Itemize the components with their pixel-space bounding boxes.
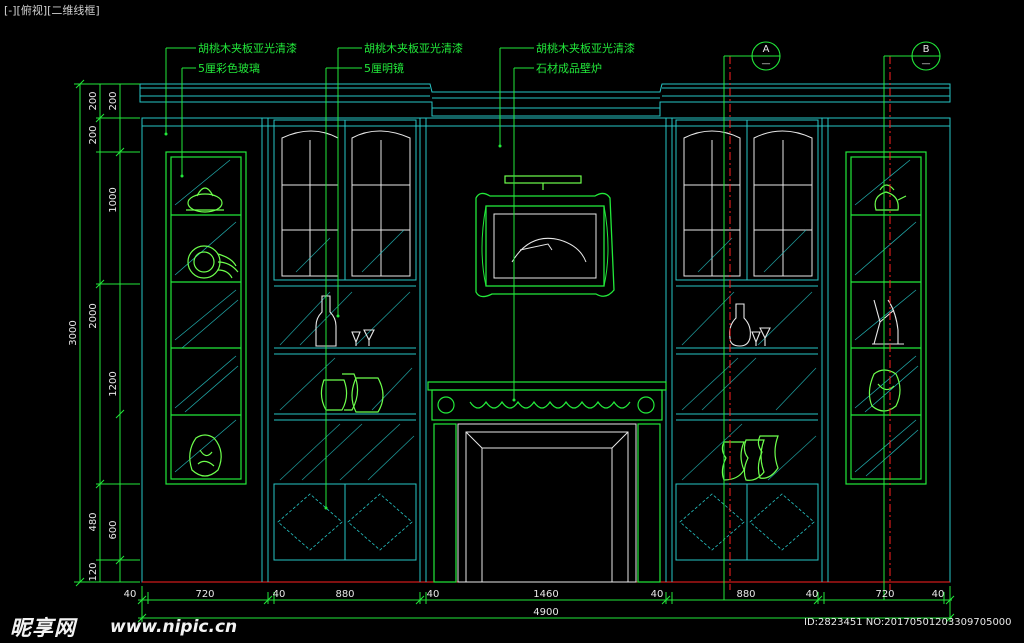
annotation-walnut-veneer-1: 胡桃木夹板亚光清漆 <box>198 41 297 55</box>
annotation-walnut-veneer-3: 胡桃木夹板亚光清漆 <box>536 41 635 55</box>
dim-40-f: 40 <box>932 589 945 600</box>
section-marker-b-dash: — <box>922 59 931 69</box>
watermark-id: ID:2823451 NO:20170501203309705000 <box>804 617 1012 628</box>
left-glass-cabinet <box>165 151 247 485</box>
dim-40-c: 40 <box>427 589 440 600</box>
section-marker-a[interactable] <box>724 41 781 71</box>
dim-40-a: 40 <box>124 589 137 600</box>
annotation-color-glass: 5厘彩色玻璃 <box>198 61 260 75</box>
bottom-dimension-lines <box>137 586 955 623</box>
fireplace-opening <box>457 423 637 583</box>
right-cabinet-hatch <box>854 159 919 477</box>
left-dimension-lines <box>74 79 140 587</box>
dim-600: 600 <box>108 520 119 539</box>
kettle-icon <box>874 184 907 211</box>
dim-880-a: 880 <box>335 589 354 600</box>
decorative-plate-icon <box>187 245 239 279</box>
annotation-walnut-veneer-2: 胡桃木夹板亚光清漆 <box>364 41 463 55</box>
dim-40-b: 40 <box>273 589 286 600</box>
section-marker-b[interactable] <box>884 41 941 71</box>
left-cabinet-hatch <box>174 159 239 473</box>
vase-icon-right <box>868 369 901 412</box>
section-marker-a-dash: — <box>762 59 771 69</box>
dim-2000: 2000 <box>88 303 99 328</box>
right-cabinet-doors <box>675 119 819 561</box>
dim-200-crown-outer: 200 <box>88 91 99 110</box>
right-upper-glass-doors <box>683 130 813 277</box>
teapot-icon <box>186 187 224 213</box>
right-lower-door-diamonds <box>679 493 815 551</box>
dim-1000: 1000 <box>108 187 119 212</box>
dim-720-a: 720 <box>195 589 214 600</box>
ornate-painting-frame <box>475 192 615 298</box>
watermark-logo: 昵享网 <box>10 616 76 640</box>
annotation-stone-fireplace: 石材成品壁炉 <box>536 61 602 75</box>
dim-720-b: 720 <box>875 589 894 600</box>
left-mirror-hatch <box>279 229 415 481</box>
bottle-and-glasses-icon <box>315 295 375 347</box>
urn-vases-icon <box>721 435 779 481</box>
vase-set-icon <box>320 373 384 413</box>
sculpture-icon <box>872 299 904 345</box>
left-upper-glass-doors <box>281 130 411 277</box>
dim-120: 120 <box>88 562 99 581</box>
watermark-url: www.nipic.cn <box>110 617 238 637</box>
dim-200-top: 200 <box>88 125 99 144</box>
dim-200-crown: 200 <box>108 91 119 110</box>
section-marker-b-label: B <box>923 44 930 55</box>
left-cabinet-doors <box>273 119 417 561</box>
dim-40-e: 40 <box>806 589 819 600</box>
fireplace-mantel <box>427 381 667 583</box>
annotation-mirror: 5厘明镜 <box>364 61 404 75</box>
dim-480: 480 <box>88 512 99 531</box>
annotation-dots <box>164 132 516 510</box>
right-mirror-hatch <box>681 229 817 481</box>
left-lower-door-diamonds <box>277 493 413 551</box>
dim-1200: 1200 <box>108 371 119 396</box>
dim-880-b: 880 <box>736 589 755 600</box>
viewport-label[interactable]: [-][俯视][二维线框] <box>4 4 100 17</box>
dim-40-d: 40 <box>651 589 664 600</box>
section-marker-a-label: A <box>763 44 770 55</box>
section-lines <box>723 56 891 600</box>
dim-1460: 1460 <box>533 589 558 600</box>
dim-4900-total: 4900 <box>533 607 558 618</box>
wall-outline <box>139 83 951 583</box>
dim-3000: 3000 <box>68 320 79 345</box>
right-glass-cabinet <box>845 151 927 485</box>
annotation-leaders <box>165 47 534 508</box>
vase-icon-left <box>189 434 222 477</box>
picture-light-icon <box>504 175 582 190</box>
